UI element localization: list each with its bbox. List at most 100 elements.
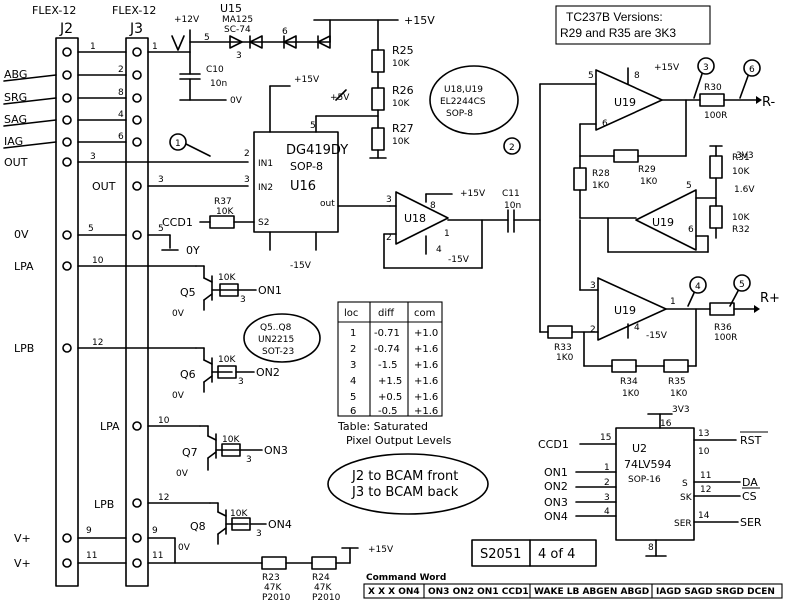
svg-text:3: 3 — [158, 175, 164, 185]
svg-text:5: 5 — [739, 280, 745, 290]
svg-text:11: 11 — [86, 551, 97, 561]
svg-text:SK: SK — [680, 493, 693, 503]
j2-signal-labels: ABG SRG SAG IAG OUT 0V LPA LPB V+ V+ — [3, 68, 57, 570]
svg-text:6: 6 — [688, 225, 694, 235]
c11-capacitor: C11 10n — [502, 189, 541, 233]
connector-j3: FLEX-12 J3 — [112, 4, 156, 587]
u15-diodes: +12V 5 3 6 +15V U15 MA125 SC-74 — [171, 2, 435, 61]
svg-text:Q5..Q8: Q5..Q8 — [260, 323, 292, 333]
sag-label: SAG — [4, 113, 27, 126]
svg-text:Table: Saturated: Table: Saturated — [337, 420, 428, 433]
svg-text:6: 6 — [282, 27, 288, 37]
title-block: S2051 4 of 4 — [471, 539, 597, 567]
svg-text:5: 5 — [88, 224, 94, 234]
svg-text:CCD1: CCD1 — [538, 438, 569, 451]
svg-text:6: 6 — [118, 132, 124, 142]
svg-text:LPB: LPB — [94, 498, 114, 511]
svg-text:1: 1 — [444, 229, 450, 239]
svg-text:10K: 10K — [732, 167, 750, 177]
svg-text:1: 1 — [350, 328, 356, 339]
svg-text:3: 3 — [236, 51, 242, 61]
svg-text:U18,U19: U18,U19 — [444, 85, 483, 95]
svg-text:10K: 10K — [218, 273, 236, 283]
svg-text:1: 1 — [604, 463, 610, 473]
svg-text:3: 3 — [238, 377, 244, 387]
svg-text:R34: R34 — [620, 377, 638, 387]
svg-text:-0.5: -0.5 — [378, 406, 398, 417]
svg-text:SOP-8: SOP-8 — [446, 109, 473, 119]
j3-type-label: FLEX-12 — [112, 4, 156, 17]
vplus1-label: V+ — [14, 532, 31, 545]
zero-v-label: 0V — [14, 228, 29, 241]
ground-0y: 0Y — [161, 244, 200, 257]
svg-text:CS: CS — [742, 490, 757, 503]
q8-transistor: 10K 3 ON4 Q8 0V LPB — [94, 498, 292, 553]
svg-text:47K: 47K — [264, 583, 282, 593]
svg-text:4: 4 — [634, 323, 640, 333]
svg-text:11: 11 — [152, 551, 163, 561]
svg-text:10K: 10K — [392, 59, 410, 69]
abg-label: ABG — [4, 68, 27, 81]
svg-text:1: 1 — [152, 42, 158, 52]
svg-text:4: 4 — [350, 376, 356, 387]
svg-text:2: 2 — [350, 344, 356, 355]
svg-text:3: 3 — [240, 295, 246, 305]
svg-text:J3 to BCAM back: J3 to BCAM back — [351, 485, 459, 500]
svg-text:15: 15 — [600, 433, 611, 443]
svg-text:MA125: MA125 — [222, 15, 253, 25]
svg-text:R29 and R35 are 3K3: R29 and R35 are 3K3 — [560, 26, 676, 40]
svg-text:100R: 100R — [714, 333, 737, 343]
svg-text:loc: loc — [344, 308, 358, 319]
svg-text:100R: 100R — [704, 111, 727, 121]
svg-text:8: 8 — [430, 201, 436, 211]
svg-text:out: out — [320, 199, 335, 209]
q5-transistor: 10K 3 ON1 Q5 0V — [172, 265, 282, 319]
svg-text:ON2: ON2 — [256, 366, 280, 379]
svg-text:LPA: LPA — [100, 420, 120, 433]
svg-text:Command Word: Command Word — [366, 573, 446, 583]
svg-text:3: 3 — [386, 195, 392, 205]
bcam-note-bubble: J2 to BCAM front J3 to BCAM back — [327, 453, 489, 515]
connector-j2: FLEX-12 J2 — [32, 4, 79, 587]
svg-text:U19: U19 — [614, 304, 636, 317]
svg-text:2: 2 — [386, 233, 392, 243]
u16-analog-switch: DG419DY SOP-8 U16 IN1 IN2 S2 out +15V 2 … — [244, 75, 391, 271]
svg-text:3: 3 — [703, 63, 709, 73]
svg-text:3V3: 3V3 — [672, 405, 690, 415]
lpa-label: LPA — [14, 260, 34, 273]
svg-text:3: 3 — [90, 152, 96, 162]
svg-text:R30: R30 — [704, 83, 722, 93]
svg-text:R35: R35 — [668, 377, 686, 387]
svg-text:10: 10 — [698, 447, 710, 457]
svg-text:3: 3 — [256, 529, 262, 539]
svg-text:5: 5 — [310, 121, 316, 131]
svg-text:10: 10 — [92, 256, 104, 266]
svg-text:0V: 0V — [176, 469, 189, 479]
svg-text:R23: R23 — [262, 573, 280, 583]
svg-text:3: 3 — [350, 360, 356, 371]
svg-text:8: 8 — [648, 543, 654, 553]
svg-text:C11: C11 — [502, 189, 520, 199]
svg-text:R25: R25 — [392, 44, 414, 57]
svg-text:1K0: 1K0 — [670, 389, 688, 399]
svg-text:ON4: ON4 — [544, 510, 568, 523]
svg-text:U18: U18 — [404, 212, 426, 225]
svg-text:U2: U2 — [632, 442, 647, 455]
svg-text:4: 4 — [118, 110, 124, 120]
svg-text:12: 12 — [92, 338, 103, 348]
svg-text:+0.5: +0.5 — [378, 392, 402, 403]
svg-text:SER: SER — [740, 516, 762, 529]
svg-text:ON3: ON3 — [544, 496, 568, 509]
svg-text:11: 11 — [700, 471, 711, 481]
svg-text:0V: 0V — [172, 309, 185, 319]
svg-text:ON4: ON4 — [268, 518, 292, 531]
svg-text:IN2: IN2 — [258, 183, 273, 193]
svg-text:10K: 10K — [732, 213, 750, 223]
svg-text:0Y: 0Y — [186, 244, 200, 257]
svg-text:EL2244CS: EL2244CS — [440, 97, 486, 107]
svg-text:S2: S2 — [258, 218, 269, 228]
svg-text:8: 8 — [634, 71, 640, 81]
svg-text:3: 3 — [604, 493, 610, 503]
svg-text:R36: R36 — [714, 323, 732, 333]
j3-name-label: J3 — [129, 21, 143, 37]
